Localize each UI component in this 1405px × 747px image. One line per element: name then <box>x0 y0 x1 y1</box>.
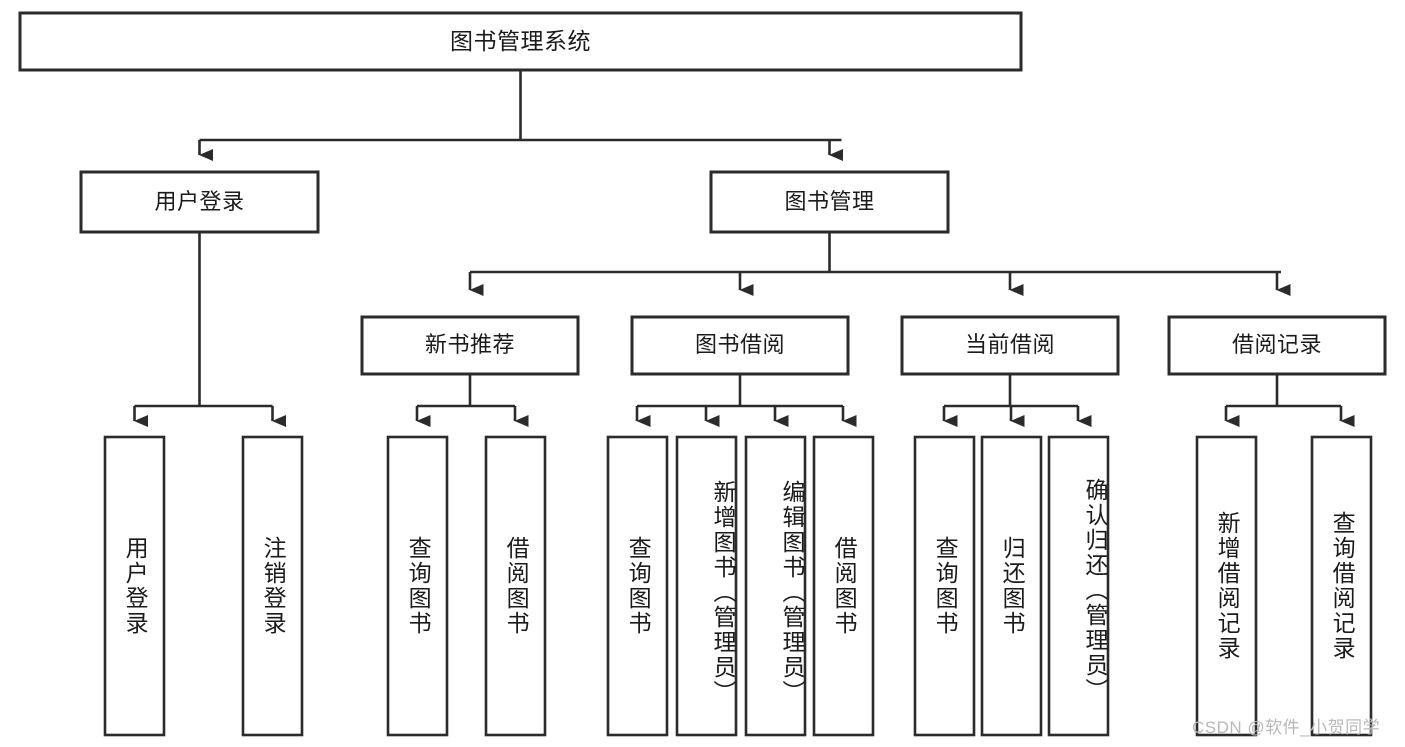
node-box-leaf-add-record[interactable] <box>1195 435 1258 737</box>
node-box-root[interactable] <box>18 11 1023 72</box>
edge-currentborrow-to-leaves <box>942 374 1092 427</box>
edge-userlogin-to-leaves <box>133 232 286 427</box>
node-box-leaf-user-logout[interactable] <box>241 435 304 737</box>
node-box-user-login[interactable] <box>79 170 320 234</box>
edge-borrowrecord-to-leaves <box>1224 374 1355 427</box>
edge-root-to-level2 <box>198 70 843 161</box>
node-box-current-borrow[interactable] <box>900 315 1120 376</box>
node-box-leaf-user-login[interactable] <box>103 435 166 737</box>
node-box-leaf-query-book-2[interactable] <box>606 435 669 737</box>
node-box-new-book-recommend[interactable] <box>360 315 580 376</box>
node-box-leaf-query-book-1[interactable] <box>386 435 449 737</box>
node-box-leaf-borrow-book-1[interactable] <box>484 435 547 737</box>
edge-bookmgmt-to-level3 <box>468 232 1291 296</box>
node-box-leaf-query-book-3[interactable] <box>913 435 976 737</box>
node-box-book-borrow[interactable] <box>630 315 850 376</box>
node-box-leaf-edit-book[interactable] <box>744 435 807 737</box>
node-box-borrow-record[interactable] <box>1167 315 1387 376</box>
node-box-leaf-return-book[interactable] <box>980 435 1043 737</box>
edge-bookborrow-to-leaves <box>635 374 857 427</box>
csdn-watermark: CSDN @软件_小贺同学 <box>1192 718 1381 737</box>
node-box-leaf-query-record[interactable] <box>1310 435 1373 737</box>
edge-newbook-to-leaves <box>415 374 529 427</box>
node-box-leaf-borrow-book-2[interactable] <box>812 435 875 737</box>
node-box-leaf-confirm-return[interactable] <box>1047 435 1110 737</box>
node-box-book-management[interactable] <box>709 170 950 234</box>
node-box-leaf-add-book[interactable] <box>675 435 738 737</box>
